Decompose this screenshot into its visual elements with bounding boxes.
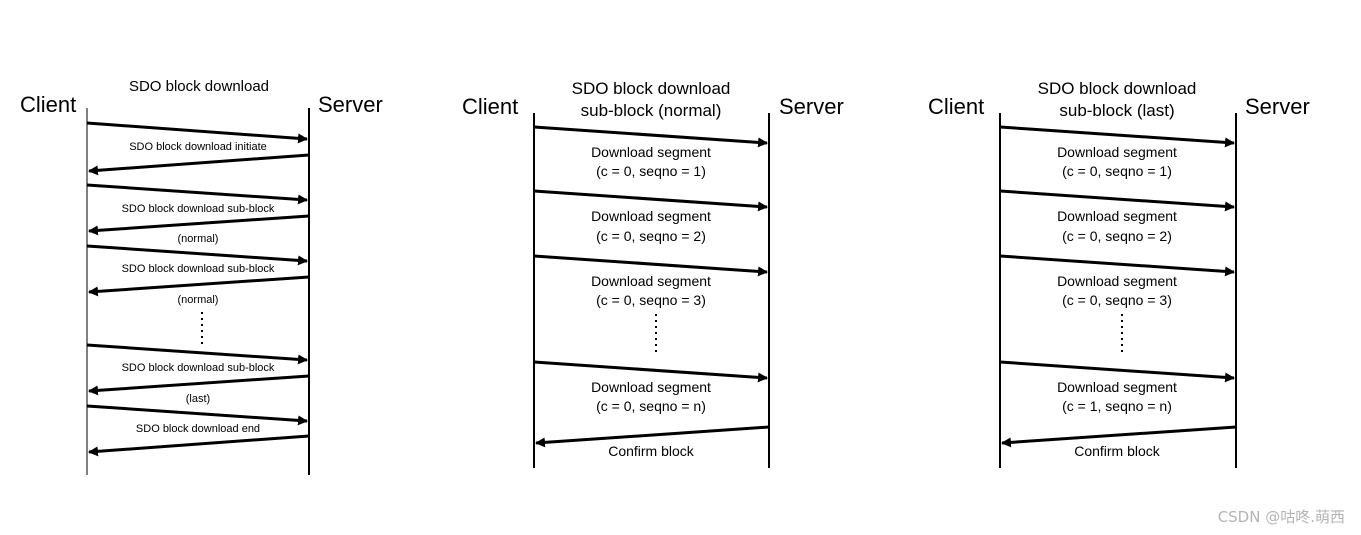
message-arrow <box>533 189 768 212</box>
message-arrow <box>533 125 768 148</box>
message-label: (c = 0, seqno = 1) <box>1062 163 1172 179</box>
message-label: (c = 1, seqno = n) <box>1062 398 1172 414</box>
message-label: SDO block download initiate <box>129 141 267 153</box>
client-label: Client <box>462 94 518 119</box>
message-arrow <box>86 343 308 365</box>
message-note: (normal) <box>178 294 219 306</box>
message-arrow <box>86 183 308 205</box>
message-arrow <box>86 244 308 266</box>
client-label: Client <box>20 92 76 117</box>
message-arrow <box>999 254 1235 277</box>
message-arrow <box>88 275 310 297</box>
message-label: SDO block download end <box>136 423 260 435</box>
panel-normal: SDO block download sub-block (normal) Cl… <box>462 79 844 468</box>
message-arrow <box>999 189 1235 212</box>
watermark: CSDN @咕咚.萌西 <box>1217 508 1345 526</box>
message-label: Download segment <box>591 379 711 395</box>
server-label: Server <box>318 92 383 117</box>
message-label: Confirm block <box>1074 443 1161 459</box>
message-label: Download segment <box>1057 273 1177 289</box>
message-label: SDO block download sub-block <box>122 362 275 374</box>
panel-title: sub-block (normal) <box>581 101 722 120</box>
message-label: SDO block download sub-block <box>122 203 275 215</box>
message-label: Download segment <box>591 208 711 224</box>
message-label: Download segment <box>1057 144 1177 160</box>
message-arrow <box>533 254 768 277</box>
message-label: Download segment <box>591 273 711 289</box>
message-arrow <box>86 121 308 144</box>
server-label: Server <box>1245 94 1310 119</box>
message-arrow <box>88 434 310 457</box>
panel-overview: SDO block download Client Server SDO blo… <box>20 78 383 475</box>
message-label: Download segment <box>591 144 711 160</box>
message-label: (c = 0, seqno = 3) <box>1062 292 1172 308</box>
message-label: Download segment <box>1057 208 1177 224</box>
message-arrow <box>999 125 1235 148</box>
panel-last: SDO block download sub-block (last) Clie… <box>928 79 1310 468</box>
server-label: Server <box>779 94 844 119</box>
message-label: (c = 0, seqno = n) <box>596 398 706 414</box>
message-label: (c = 0, seqno = 1) <box>596 163 706 179</box>
message-arrow <box>88 374 310 396</box>
message-note: (normal) <box>178 233 219 245</box>
client-label: Client <box>928 94 984 119</box>
message-arrow <box>86 404 308 426</box>
message-label: (c = 0, seqno = 2) <box>1062 228 1172 244</box>
message-arrow <box>535 425 770 448</box>
panel-title: SDO block download <box>129 78 269 95</box>
message-arrow <box>88 214 310 236</box>
message-arrow <box>1001 425 1237 448</box>
panel-title: SDO block download <box>572 79 731 98</box>
message-note: (last) <box>186 393 210 405</box>
panel-title: sub-block (last) <box>1059 101 1174 120</box>
panel-title: SDO block download <box>1038 79 1197 98</box>
message-label: SDO block download sub-block <box>122 263 275 275</box>
message-arrow <box>533 360 768 383</box>
message-arrow <box>999 360 1235 383</box>
message-label: Download segment <box>1057 379 1177 395</box>
message-label: (c = 0, seqno = 2) <box>596 228 706 244</box>
message-label: (c = 0, seqno = 3) <box>596 292 706 308</box>
message-arrow <box>88 153 310 176</box>
message-label: Confirm block <box>608 443 695 459</box>
